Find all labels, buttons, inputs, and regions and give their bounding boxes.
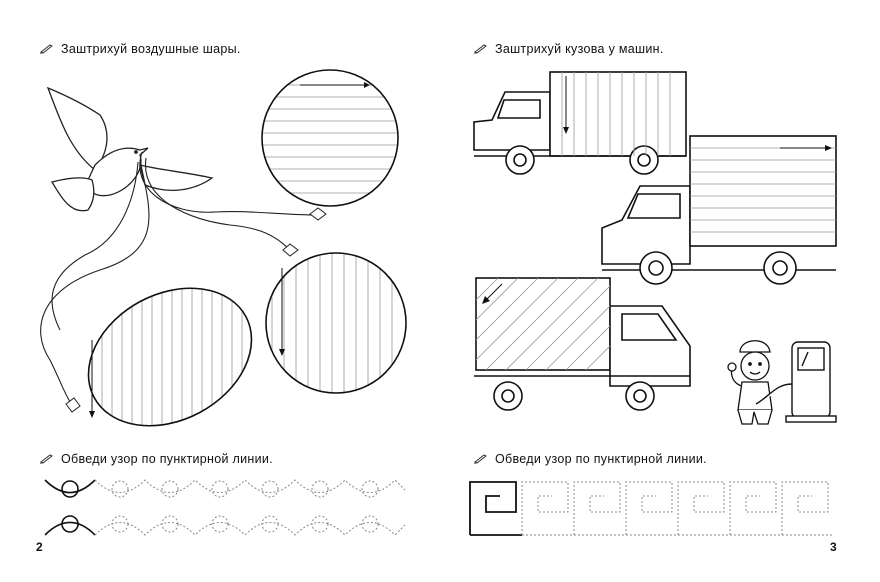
instruction-trace-left: Обведи узор по пунктирной линии. bbox=[40, 452, 273, 466]
dove-icon bbox=[46, 86, 214, 212]
left-page: Заштрихуй воздушные шары. bbox=[36, 42, 407, 554]
truck-2 bbox=[601, 135, 837, 285]
page-number: 3 bbox=[830, 540, 837, 554]
truck-1 bbox=[473, 71, 687, 175]
pencil-icon bbox=[474, 44, 487, 54]
arc-pattern bbox=[44, 479, 406, 536]
pencil-icon bbox=[40, 44, 53, 54]
pencil-icon bbox=[40, 454, 53, 464]
fuel-pump-icon bbox=[755, 341, 837, 423]
boy-icon bbox=[727, 340, 773, 425]
meander-pattern bbox=[469, 481, 834, 536]
right-page: Заштрихуй кузова у машин. bbox=[440, 0, 880, 582]
instruction-trace-right: Обведи узор по пунктирной линии. bbox=[474, 452, 707, 466]
instruction-text: Заштрихуй кузова у машин. bbox=[495, 42, 664, 56]
instruction-shade-trucks: Заштрихуй кузова у машин. bbox=[474, 42, 664, 56]
page-number: 2 bbox=[36, 540, 43, 554]
balloons-illustration bbox=[40, 69, 407, 440]
instruction-text: Обведи узор по пунктирной линии. bbox=[61, 452, 273, 466]
instruction-text: Заштрихуй воздушные шары. bbox=[61, 42, 241, 56]
instruction-text: Обведи узор по пунктирной линии. bbox=[495, 452, 707, 466]
trucks-illustration bbox=[473, 71, 837, 425]
pencil-icon bbox=[474, 454, 487, 464]
instruction-shade-balloons: Заштрихуй воздушные шары. bbox=[40, 42, 241, 56]
